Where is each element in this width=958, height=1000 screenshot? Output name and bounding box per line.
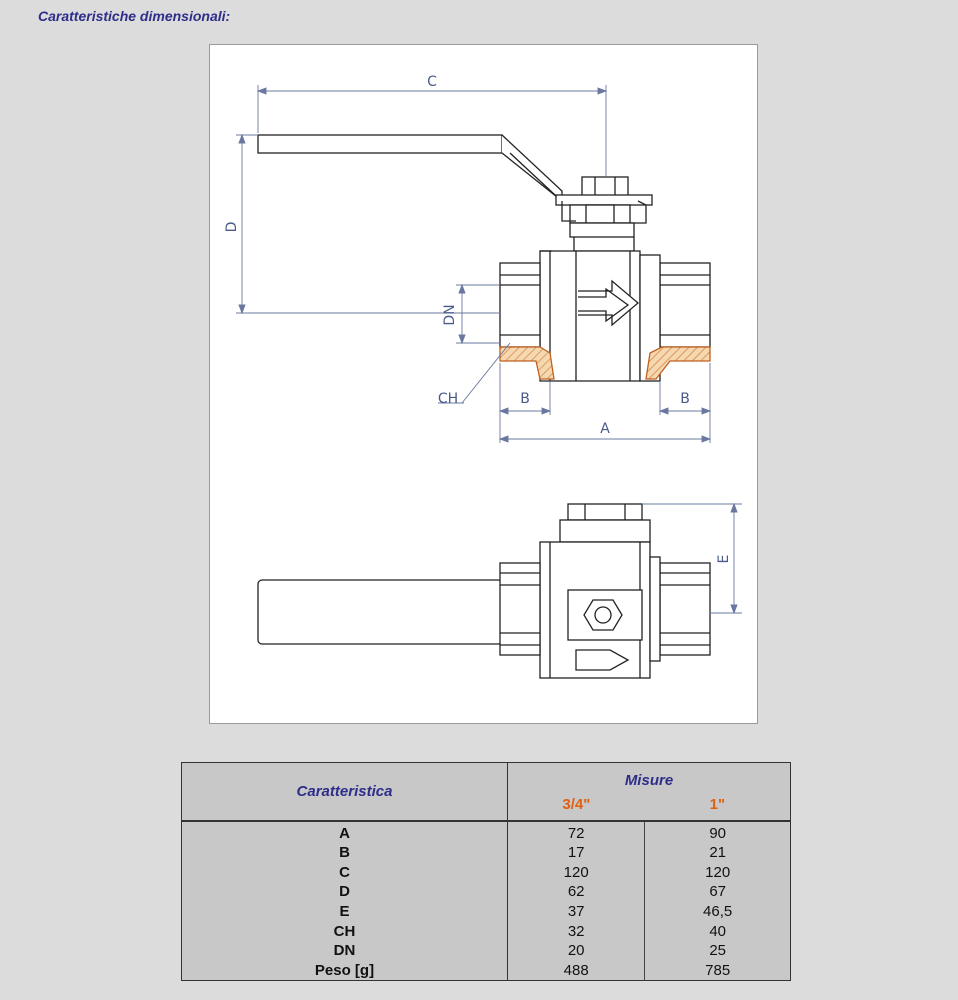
table-row: A 72 90	[181, 820, 791, 844]
dim-label-b-right: B	[680, 391, 690, 407]
row-label: D	[181, 882, 508, 902]
row-label: CH	[181, 921, 508, 942]
cell-value: 62	[567, 883, 585, 901]
hex-nut	[583, 599, 623, 631]
header-measures: Misure	[624, 772, 674, 789]
cell-value: 32	[567, 922, 585, 940]
valve-plan-view	[257, 503, 711, 679]
cell-value: 37	[567, 902, 585, 920]
cell-value: 488	[563, 961, 589, 979]
cell-value: 17	[567, 844, 585, 862]
cell-value: 25	[644, 941, 791, 961]
table-row: C 120 120	[181, 862, 791, 883]
cell-value: 785	[644, 960, 791, 981]
lever-handle	[257, 134, 503, 154]
dim-label-d: D	[224, 222, 240, 233]
row-label: C	[181, 862, 508, 883]
table-row: B 17 21	[181, 843, 791, 863]
cell-value: 46,5	[644, 901, 791, 922]
dim-label-c: C	[427, 74, 437, 90]
cell-value: 120	[563, 863, 589, 881]
row-label: Peso [g]	[181, 960, 508, 981]
table-row: DN 20 25	[181, 941, 791, 961]
header-size-3-4: 3/4"	[507, 790, 645, 822]
table-row: E 37 46,5	[181, 901, 791, 922]
top-nut	[581, 176, 629, 198]
dim-label-ch: CH	[438, 391, 458, 407]
dimension-lines-plan	[642, 502, 742, 615]
cell-value: 21	[644, 843, 791, 863]
right-thread-hatch	[645, 346, 711, 380]
dimensions-table: Caratteristica Misure 3/4" 1" A 72 90 B …	[181, 762, 791, 982]
cell-value: 90	[644, 820, 791, 844]
valve-front-view	[257, 134, 711, 382]
valve-drawing-svg: C D DN CH B B A	[224, 74, 742, 679]
cell-value: 72	[567, 824, 585, 842]
table-row: Peso [g] 488 785	[181, 960, 791, 981]
valve-body	[539, 250, 641, 382]
table-row: D 62 67	[181, 882, 791, 902]
cell-value: 20	[567, 942, 585, 960]
row-label: A	[181, 820, 508, 844]
dim-label-e: E	[716, 555, 732, 564]
cell-value: 120	[644, 862, 791, 883]
dim-label-b-left: B	[520, 391, 530, 407]
technical-drawing: C D DN CH B B A	[209, 44, 758, 724]
left-thread-hatch	[499, 346, 555, 380]
lever-plan	[257, 579, 503, 645]
dim-label-dn: DN	[442, 304, 458, 325]
dim-label-a: A	[600, 421, 610, 437]
header-characteristic: Caratteristica	[181, 762, 508, 822]
row-label: E	[181, 901, 508, 922]
row-label: B	[181, 843, 508, 863]
table-row: CH 32 40	[181, 921, 791, 942]
left-end	[499, 262, 541, 348]
cell-value: 67	[644, 882, 791, 902]
page-title: Caratteristiche dimensionali:	[38, 8, 231, 24]
dimension-lines-front	[236, 85, 712, 443]
flow-arrow	[578, 279, 640, 327]
cell-value: 40	[644, 921, 791, 942]
row-label: DN	[181, 941, 508, 961]
header-size-1: 1"	[644, 790, 791, 822]
